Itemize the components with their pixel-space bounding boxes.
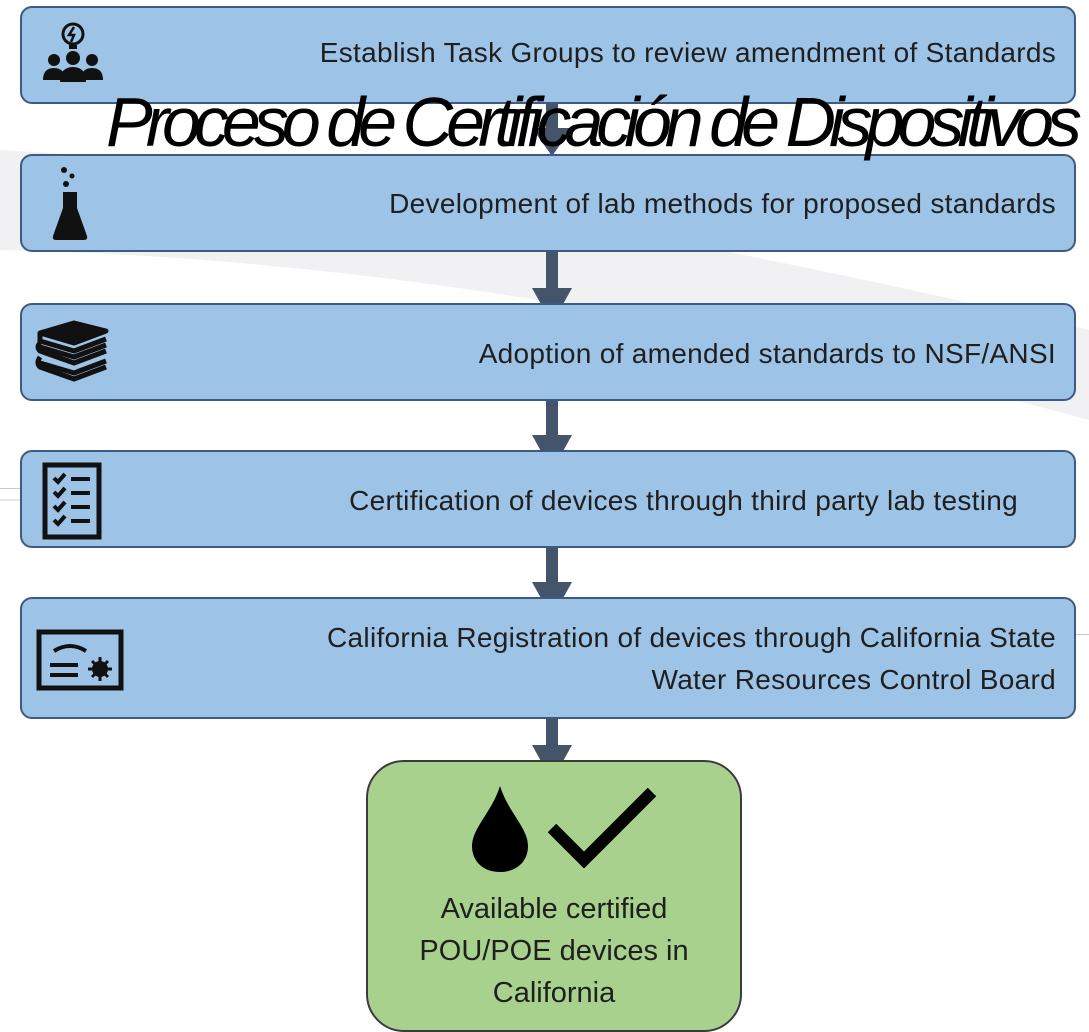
checkmark-icon (547, 787, 658, 873)
step-5-label-line-1: California Registration of devices throu… (327, 622, 1056, 653)
step-box-3: Adoption of amended standards to NSF/ANS… (20, 303, 1076, 401)
checklist-icon (42, 462, 102, 547)
final-outcome-box: Available certified POU/POE devices in C… (366, 760, 742, 1032)
step-5-label-line-2: Water Resources Control Board (651, 664, 1056, 695)
step-1-label: Establish Task Groups to review amendmen… (319, 37, 1056, 68)
step-2-label: Development of lab methods for proposed … (389, 188, 1056, 219)
step-box-4: Certification of devices through third p… (20, 450, 1076, 548)
step-box-2: Development of lab methods for proposed … (20, 154, 1076, 252)
step-3-label: Adoption of amended standards to NSF/ANS… (478, 338, 1056, 369)
overlay-title: Proceso de Certificación de Dispositivos (106, 83, 1082, 161)
step-4-label: Certification of devices through third p… (349, 485, 1018, 516)
books-stack-icon (34, 317, 110, 394)
step-box-1: Establish Task Groups to review amendmen… (20, 6, 1076, 104)
edge-line-left (0, 488, 20, 489)
edge-line-right (1076, 634, 1089, 635)
water-drop-icon (470, 784, 530, 879)
lab-flask-icon (50, 164, 90, 251)
certificate-icon (36, 629, 124, 698)
final-outcome-label: Available certified POU/POE devices in C… (419, 893, 689, 1009)
step-box-5: California Registration of devices throu… (20, 597, 1076, 719)
team-idea-icon (40, 20, 106, 93)
flow-arrow-1 (532, 104, 572, 156)
